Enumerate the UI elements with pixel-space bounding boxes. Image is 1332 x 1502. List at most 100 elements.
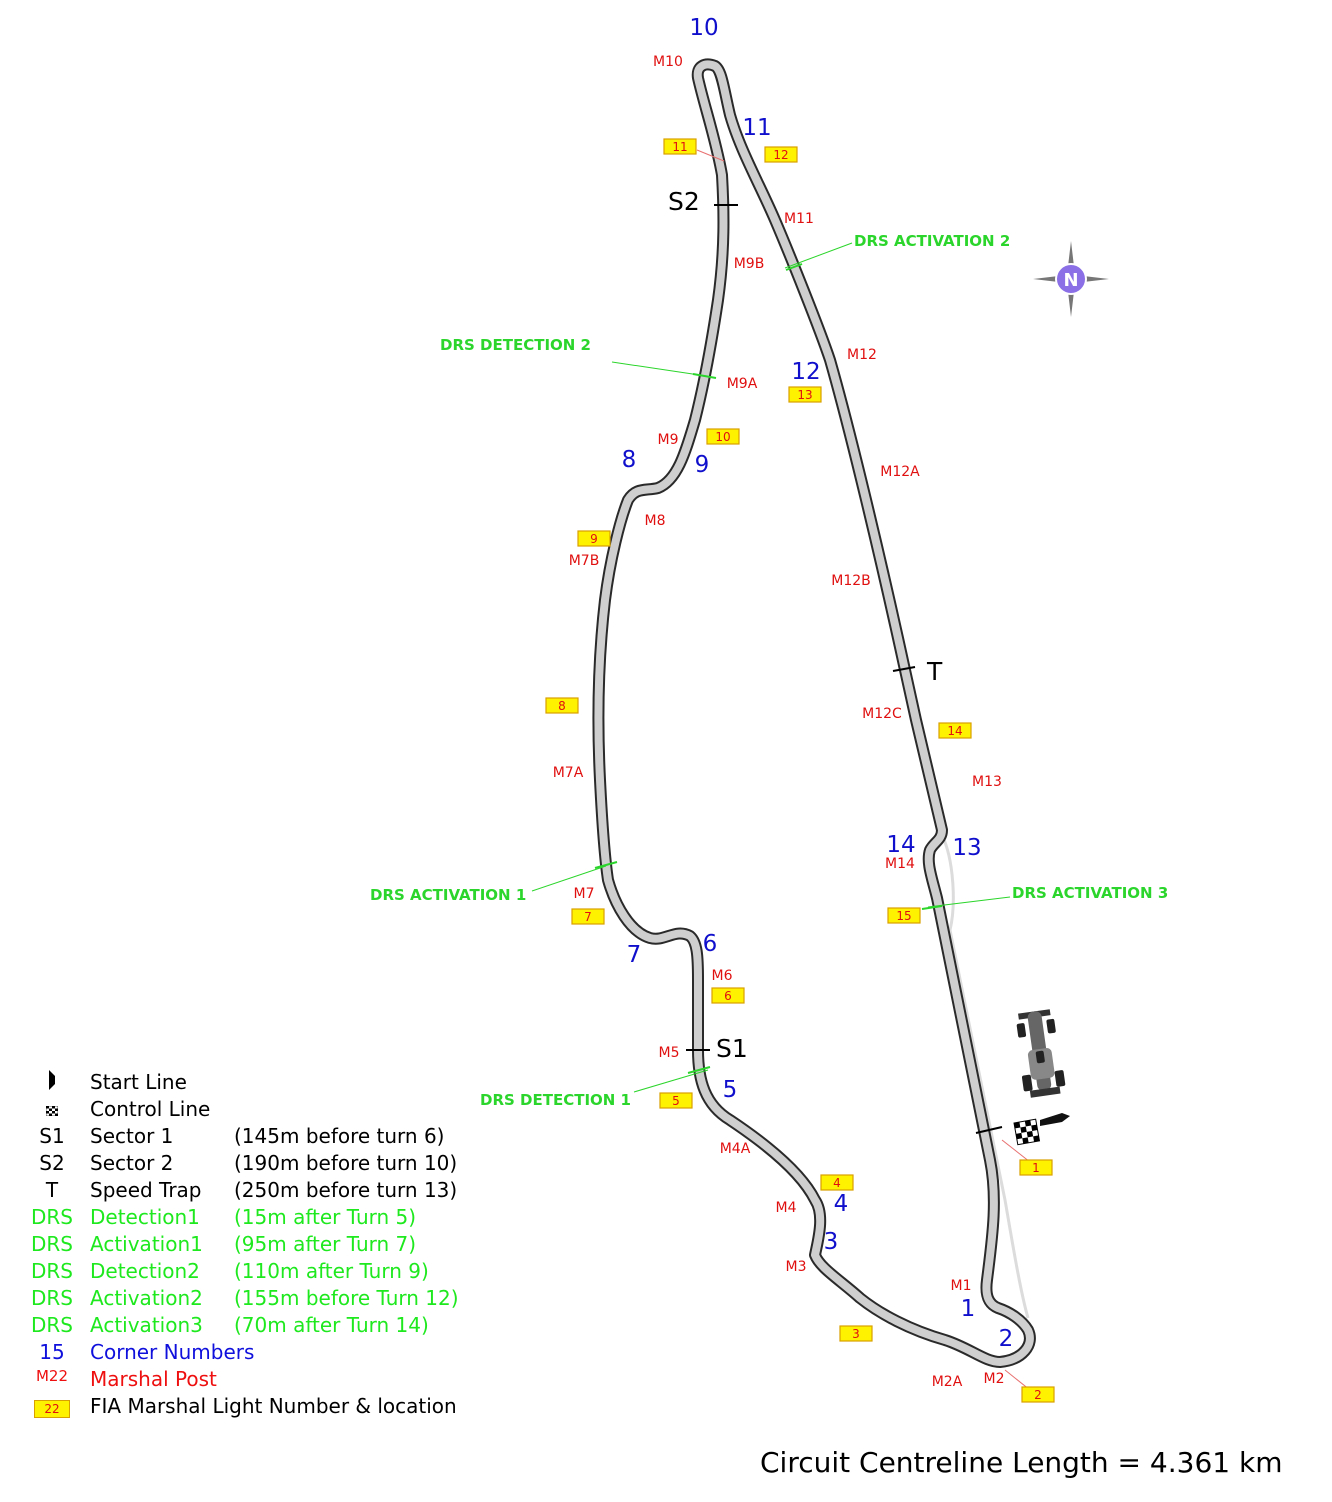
legend-note: (155m before Turn 12) — [234, 1286, 459, 1310]
marshal-light-box: 7 — [571, 908, 605, 925]
marshal-light-box: 13 — [788, 386, 822, 403]
marshal-light-number: 7 — [584, 910, 592, 924]
marshal-light-box: 2 — [1021, 1386, 1055, 1403]
marshal-light-box: 10 — [706, 428, 740, 445]
legend-label: Corner Numbers — [90, 1340, 255, 1364]
marshal-light-number: 12 — [773, 148, 788, 162]
sector-2-label: S2 — [668, 187, 700, 216]
legend-symbol: DRS — [31, 1286, 73, 1310]
circuit-map: N 1 2 3 4 5 6 7 8 9 10 11 12 13 14 M1 M2… — [370, 15, 1168, 1403]
drs-activation-3-label: DRS ACTIVATION 3 — [1012, 884, 1168, 902]
legend-symbol: 15 — [39, 1340, 65, 1364]
marshal-post-label: M12A — [880, 464, 920, 480]
marshal-post-label: M7 — [574, 886, 595, 902]
legend-label: Activation2 — [90, 1286, 203, 1310]
marshal-light-box-icon: 22 — [26, 1394, 78, 1418]
marshal-light-number: 5 — [672, 1094, 680, 1108]
marshal-post-label: M14 — [885, 856, 915, 872]
marshal-light-number: 2 — [1034, 1388, 1042, 1402]
legend-label: Control Line — [90, 1097, 211, 1121]
corner-5-label: 5 — [723, 1077, 738, 1103]
marshal-light-number: 4 — [833, 1176, 841, 1190]
marshal-post-label: M6 — [712, 968, 733, 984]
corner-numbers: 1 2 3 4 5 6 7 8 9 10 11 12 13 14 — [622, 15, 1014, 1352]
marshal-post-label: M10 — [653, 54, 683, 70]
marshal-light-box: 14 — [938, 722, 972, 739]
legend-symbol: S1 — [39, 1124, 65, 1148]
marshal-light-box: 11 — [663, 138, 697, 155]
legend-note: (110m after Turn 9) — [234, 1259, 429, 1283]
control-line-icon — [26, 1097, 78, 1121]
legend-label: FIA Marshal Light Number & location — [90, 1394, 457, 1418]
legend-row: DRS Activation2 (155m before Turn 12) — [26, 1286, 566, 1313]
marshal-post-label: M9A — [727, 376, 758, 392]
corner-12-label: 12 — [791, 359, 820, 385]
marshal-posts: M1 M2 M2A M3 M4 M4A M5 M6 M7 M7A M7B M8 … — [553, 54, 1005, 1390]
corner-8-label: 8 — [622, 447, 637, 473]
marshal-light-box: 5 — [659, 1092, 693, 1109]
legend-symbol: DRS — [31, 1313, 73, 1337]
marshal-post-label: M12B — [831, 573, 871, 589]
legend-label: Detection1 — [90, 1205, 200, 1229]
corner-4-label: 4 — [834, 1191, 849, 1217]
corner-6-label: 6 — [703, 931, 718, 957]
corner-10-label: 10 — [689, 15, 718, 41]
marshal-light-number: 3 — [852, 1327, 860, 1341]
marshal-post-label: M9B — [734, 256, 765, 272]
marshal-light-box: 6 — [711, 987, 745, 1004]
marshal-post-label: M2A — [932, 1374, 963, 1390]
corner-1-label: 1 — [961, 1296, 976, 1322]
f1-car-icon — [1016, 1009, 1066, 1098]
marshal-post-label: M12 — [847, 347, 877, 363]
pit-lane — [940, 834, 1030, 1319]
legend-note: (15m after Turn 5) — [234, 1205, 417, 1229]
marshal-light-number: 14 — [947, 724, 962, 738]
marshal-light-number: 9 — [590, 532, 598, 546]
legend-row: DRS Detection2 (110m after Turn 9) — [26, 1259, 566, 1286]
sector-1-label: S1 — [716, 1034, 748, 1063]
corner-13-label: 13 — [952, 835, 981, 861]
legend-row: 15 Corner Numbers — [26, 1340, 566, 1367]
legend-note: (250m before turn 13) — [234, 1178, 458, 1202]
legend-label: Detection2 — [90, 1259, 200, 1283]
marshal-post-label: M13 — [972, 774, 1002, 790]
corner-7-label: 7 — [627, 942, 642, 968]
legend-row: 22 FIA Marshal Light Number & location — [26, 1394, 566, 1421]
drs-labels: DRS DETECTION 1 DRS ACTIVATION 1 DRS DET… — [370, 232, 1168, 1109]
marshal-post-label: M5 — [659, 1045, 680, 1061]
legend-label: Sector 1 — [90, 1124, 174, 1148]
start-line-icon — [26, 1070, 78, 1095]
legend-symbol: DRS — [31, 1232, 73, 1256]
drs-activation-2-label: DRS ACTIVATION 2 — [854, 232, 1010, 250]
marshal-post-label: M7A — [553, 765, 584, 781]
compass-north-label: N — [1063, 270, 1078, 291]
marshal-post-label: M1 — [951, 1278, 972, 1294]
marshal-light-number: 8 — [558, 699, 566, 713]
marshal-light-box: 12 — [764, 146, 798, 163]
legend-symbol: DRS — [31, 1259, 73, 1283]
marshal-post-label: M11 — [784, 211, 814, 227]
legend-label: Speed Trap — [90, 1178, 202, 1202]
marshal-light-box: 9 — [577, 530, 611, 547]
drs-lines — [531, 242, 1011, 1093]
start-line-icon — [1040, 1113, 1070, 1126]
speed-trap-label: T — [926, 657, 943, 686]
legend-symbol: S2 — [39, 1151, 65, 1175]
light-leader-lines — [696, 149, 1031, 1391]
corner-14-label: 14 — [886, 832, 915, 858]
legend-symbol: M22 — [35, 1367, 69, 1385]
marshal-post-label: M9 — [658, 432, 679, 448]
marshal-light-box: 1 — [1019, 1159, 1053, 1176]
marshal-post-label: M3 — [786, 1259, 807, 1275]
speed-trap-line — [892, 666, 916, 672]
drs-detection-1-label: DRS DETECTION 1 — [480, 1091, 631, 1109]
legend-row: Start Line — [26, 1070, 566, 1097]
marshal-light-number: 10 — [715, 430, 730, 444]
